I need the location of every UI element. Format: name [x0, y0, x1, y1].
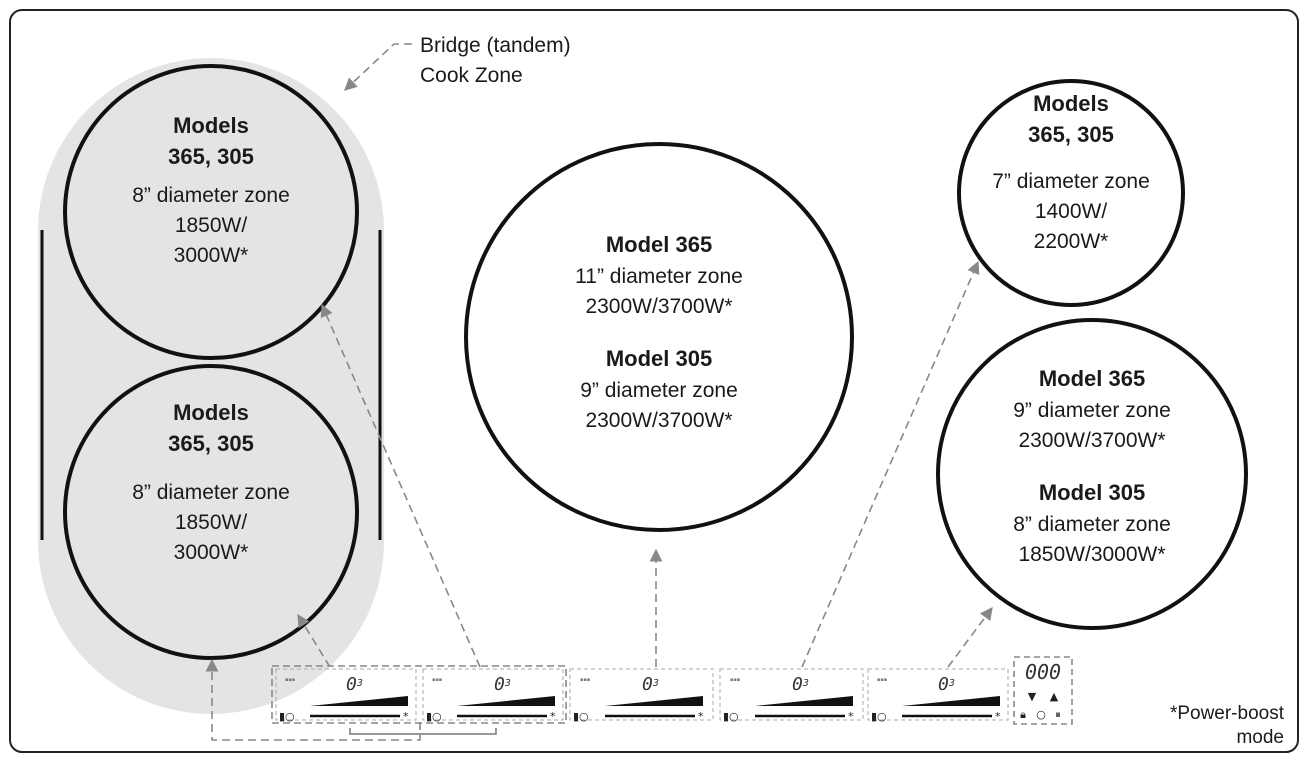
center-model-305-title: Model 305 — [606, 346, 712, 371]
footnote-line2: mode — [1236, 727, 1284, 748]
zone-control-3-level-labels: ▪▪▪ — [580, 677, 590, 683]
zone-control-2-level-labels: ▪▪▪ — [432, 677, 442, 683]
zone-control-5-level-labels: ▪▪▪ — [877, 677, 887, 683]
left-bottom-diameter: 8” diameter zone — [132, 481, 290, 504]
zone-control-2-display: 03 — [494, 674, 511, 695]
left-top-zone-circle — [63, 64, 359, 360]
right-bottom-model-365-watts: 2300W/3700W* — [1018, 429, 1165, 452]
power-icon[interactable]: ○ — [1036, 708, 1046, 721]
right-bottom-zone-circle — [936, 318, 1248, 630]
bridge-zone — [38, 58, 384, 714]
right-top-models: 365, 305 — [1028, 122, 1114, 147]
zone-control-1-power-slider[interactable] — [310, 696, 408, 706]
arrow-to-left-bottom — [297, 613, 331, 668]
zone-control-5-power-icon[interactable]: ▮○ — [871, 710, 887, 723]
zone-control-5-boost-icon[interactable]: * — [995, 710, 1001, 723]
right-bottom-model-305-diameter: 8” diameter zone — [1013, 513, 1171, 536]
zone-control-3-power-slider[interactable] — [605, 696, 703, 706]
zone-control-4-level-labels: ▪▪▪ — [730, 677, 740, 683]
center-zone-circle — [464, 142, 854, 532]
zone-control-1: ▪▪▪ 03 ▮○ * — [275, 668, 417, 723]
zone-control-3: ▪▪▪ 03 ▮○ * — [569, 668, 714, 723]
right-top-watts: 1400W/ — [1035, 200, 1108, 223]
right-bottom-model-305-watts: 1850W/3000W* — [1018, 543, 1165, 566]
arrow-to-right-top — [801, 260, 980, 668]
zone-control-3-display: 03 — [642, 674, 659, 695]
zone-control-4-power-icon[interactable]: ▮○ — [723, 710, 739, 723]
right-bottom-model-365-title: Model 365 — [1039, 366, 1145, 391]
pause-icon[interactable]: ⏸︎ — [1055, 708, 1061, 721]
zone-control-5-frame — [867, 668, 1009, 721]
zone-control-1-display: 03 — [346, 674, 363, 695]
zone-control-2-power-slider[interactable] — [457, 696, 555, 706]
left-bottom-watts: 1850W/ — [175, 511, 248, 534]
left-top-diameter: 8” diameter zone — [132, 184, 290, 207]
left-bottom-models: 365, 305 — [168, 431, 254, 456]
footnote-line1: *Power-boost — [1170, 703, 1285, 724]
bridge-leader-arrow — [344, 43, 412, 91]
right-top-diameter: 7” diameter zone — [992, 170, 1150, 193]
arrow-to-right-bottom — [947, 606, 993, 668]
zone-control-1-frame — [275, 668, 417, 721]
zone-control-4: ▪▪▪ 03 ▮○ * — [719, 668, 864, 723]
zone-control-4-power-slider[interactable] — [755, 696, 853, 706]
left-top-models: 365, 305 — [168, 144, 254, 169]
center-model-305-watts: 2300W/3700W* — [585, 409, 732, 432]
bridge-link-bracket — [349, 728, 497, 735]
zone-control-4-frame — [719, 668, 864, 721]
right-bottom-model-305-title: Model 305 — [1039, 480, 1145, 505]
control-leader-arrows — [205, 260, 993, 741]
zone-control-1-level-labels: ▪▪▪ — [285, 677, 295, 683]
outer-frame — [9, 9, 1299, 753]
zone-control-5: ▪▪▪ 03 ▮○ * — [867, 668, 1009, 723]
right-bottom-model-365-diameter: 9” diameter zone — [1013, 399, 1171, 422]
left-top-watts: 1850W/ — [175, 214, 248, 237]
zone-control-3-power-icon[interactable]: ▮○ — [573, 710, 589, 723]
bridge-label-line2: Cook Zone — [420, 64, 523, 87]
left-top-models-title: Models — [173, 113, 249, 138]
zone-control-2-power-icon[interactable]: ▮○ — [426, 710, 442, 723]
arrow-to-bridge — [205, 658, 421, 741]
bridge-label-line1: Bridge (tandem) — [420, 34, 571, 57]
right-top-zone-circle — [957, 79, 1185, 307]
left-bottom-boost-watts: 3000W* — [174, 541, 249, 564]
left-bottom-zone-circle — [63, 364, 359, 660]
zone-control-3-frame — [569, 668, 714, 721]
zone-control-4-boost-icon[interactable]: * — [848, 710, 854, 723]
center-model-365-diameter: 11” diameter zone — [575, 265, 743, 288]
right-top-models-title: Models — [1033, 91, 1109, 116]
center-model-305-diameter: 9” diameter zone — [580, 379, 738, 402]
timer-control: 000 ▼ ▲ 🔒︎ ○ ⏸︎ — [1013, 656, 1073, 725]
zone-control-5-display: 03 — [938, 674, 955, 695]
timer-down-icon[interactable]: ▼ — [1028, 690, 1037, 703]
zone-control-2: ▪▪▪ 03 ▮○ * — [422, 668, 564, 723]
lock-icon[interactable]: 🔒︎ — [1020, 708, 1026, 721]
control-panel: ▪▪▪ 03 ▮○ * ▪▪▪ 03 ▮○ * ▪▪▪ 03 ▮○ * — [271, 656, 1073, 735]
arrow-to-left-top — [320, 303, 481, 668]
zone-control-2-frame — [422, 668, 564, 721]
center-model-365-watts: 2300W/3700W* — [585, 295, 732, 318]
left-top-boost-watts: 3000W* — [174, 244, 249, 267]
zone-control-3-boost-icon[interactable]: * — [698, 710, 704, 723]
left-bottom-models-title: Models — [173, 400, 249, 425]
zone-control-2-boost-icon[interactable]: * — [550, 710, 556, 723]
bridge-controls-outline — [271, 665, 567, 724]
zone-control-1-power-icon[interactable]: ▮○ — [279, 710, 295, 723]
right-top-boost-watts: 2200W* — [1034, 230, 1109, 253]
center-model-365-title: Model 365 — [606, 232, 712, 257]
zone-control-4-display: 03 — [792, 674, 809, 695]
timer-control-frame — [1013, 656, 1073, 725]
timer-up-icon[interactable]: ▲ — [1050, 690, 1059, 703]
timer-display: 000 — [1025, 660, 1061, 684]
zone-control-1-boost-icon[interactable]: * — [403, 710, 409, 723]
zone-control-5-power-slider[interactable] — [902, 696, 1000, 706]
